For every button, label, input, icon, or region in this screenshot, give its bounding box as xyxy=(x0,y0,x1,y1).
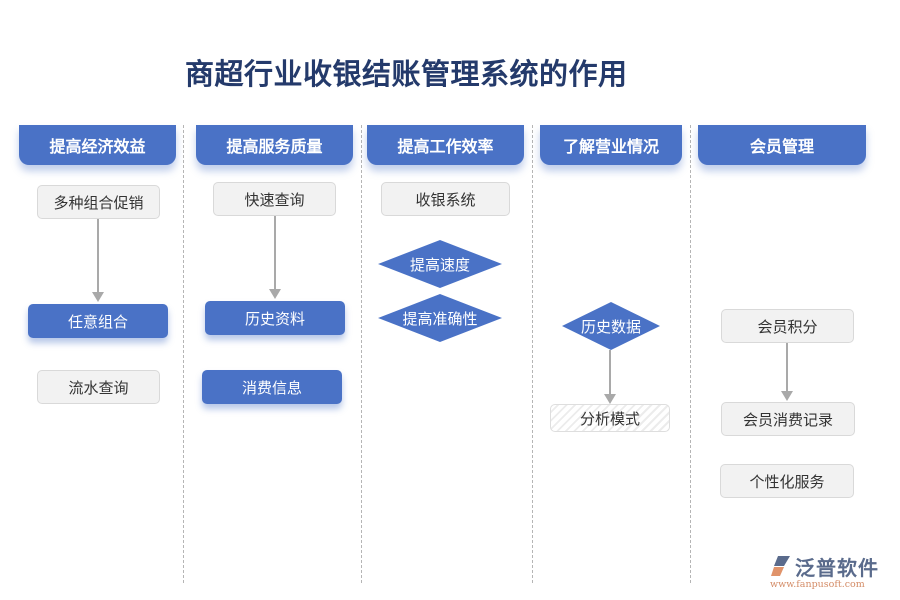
column-divider xyxy=(532,125,533,583)
node-history-records: 历史资料 xyxy=(205,301,345,335)
node-personalized-service: 个性化服务 xyxy=(720,464,854,498)
arrow-head-icon xyxy=(269,289,281,299)
arrow-head-icon xyxy=(92,292,104,302)
arrow-connector xyxy=(786,343,788,393)
node-consumption-info: 消费信息 xyxy=(202,370,342,404)
node-historical-data: 历史数据 xyxy=(562,302,660,350)
arrow-head-icon xyxy=(604,394,616,404)
arrow-connector xyxy=(609,350,611,396)
node-member-consumption-records: 会员消费记录 xyxy=(721,402,855,436)
column-divider xyxy=(690,125,691,583)
node-historical-data-label: 历史数据 xyxy=(580,317,641,336)
node-improve-speed: 提高速度 xyxy=(378,240,502,288)
node-multi-combo-promotion: 多种组合促销 xyxy=(37,185,160,219)
column-header-economic-benefit: 提高经济效益 xyxy=(19,125,176,165)
page-title: 商超行业收银结账管理系统的作用 xyxy=(185,57,628,91)
fanpu-logo-icon xyxy=(771,556,790,576)
column-header-business-status: 了解营业情况 xyxy=(540,125,682,165)
node-transaction-query: 流水查询 xyxy=(37,370,160,404)
column-header-work-efficiency: 提高工作效率 xyxy=(367,125,524,165)
node-cashier-system: 收银系统 xyxy=(381,182,510,216)
logo-name: 泛普软件 xyxy=(795,556,879,580)
diamond-shape xyxy=(378,240,502,288)
node-improve-speed-label: 提高速度 xyxy=(409,255,470,274)
fanpu-logo: 泛普软件 www.fanpusoft.com xyxy=(768,552,893,594)
logo-url: www.fanpusoft.com xyxy=(770,579,865,590)
column-header-member-management: 会员管理 xyxy=(698,125,866,165)
node-improve-accuracy-label: 提高准确性 xyxy=(402,309,478,328)
diamond-shape xyxy=(378,294,502,342)
node-improve-accuracy: 提高准确性 xyxy=(378,294,502,342)
column-header-service-quality: 提高服务质量 xyxy=(196,125,353,165)
arrow-connector xyxy=(274,216,276,291)
node-member-points: 会员积分 xyxy=(721,309,854,343)
arrow-head-icon xyxy=(781,391,793,401)
column-divider xyxy=(361,125,362,583)
column-divider xyxy=(183,125,184,583)
node-any-combination: 任意组合 xyxy=(28,304,168,338)
arrow-connector xyxy=(97,219,99,294)
diamond-shape xyxy=(562,302,660,350)
node-analysis-mode: 分析模式 xyxy=(550,404,670,432)
node-quick-query: 快速查询 xyxy=(213,182,336,216)
